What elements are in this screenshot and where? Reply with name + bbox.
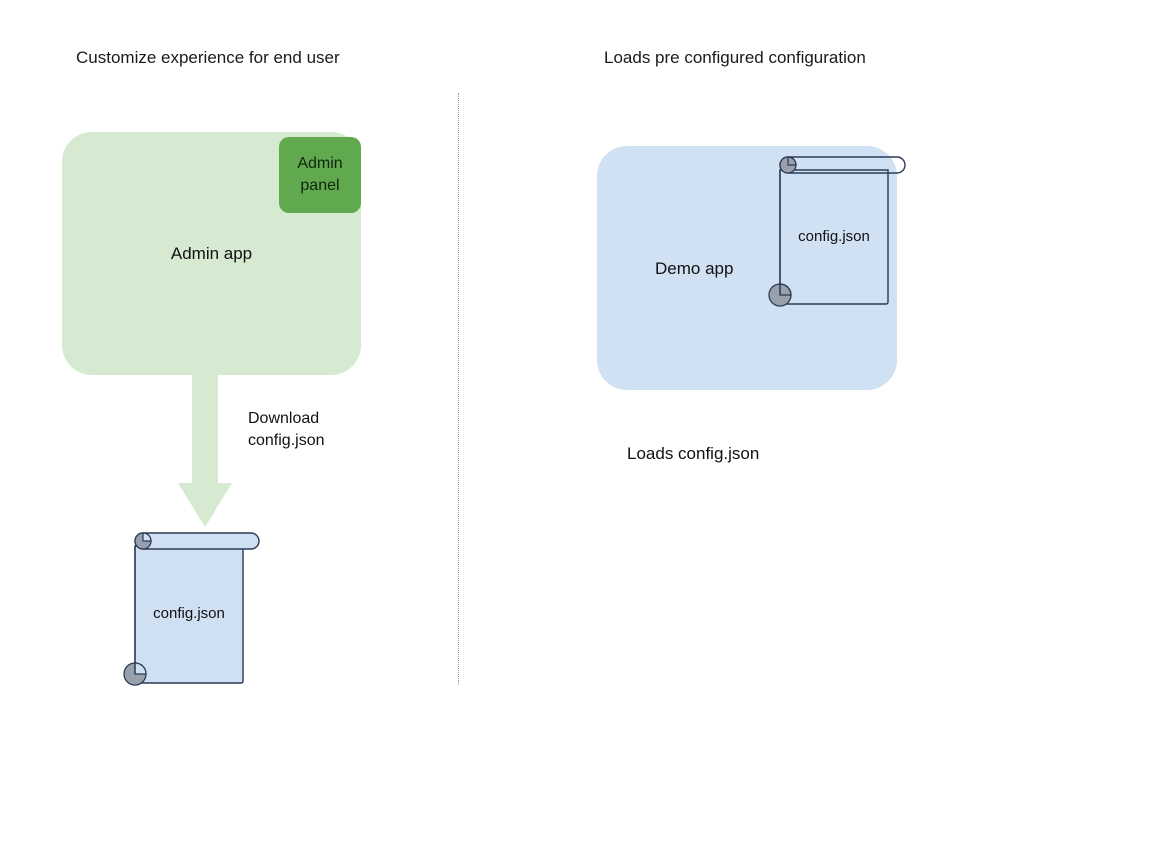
demo-app-container[interactable]: Demo app — [597, 146, 897, 390]
vertical-divider — [458, 93, 459, 685]
demo-config-json-document[interactable]: config.json — [762, 152, 922, 314]
admin-panel-chip-line1: Admin — [297, 155, 343, 172]
demo-config-json-document-label: config.json — [798, 228, 870, 245]
left-panel-header: Customize experience for end user — [76, 48, 340, 67]
config-json-document-shape — [123, 532, 260, 686]
download-arrow — [176, 373, 236, 529]
admin-app-label: Admin app — [170, 244, 253, 263]
download-arrow-shape — [178, 373, 232, 527]
admin-panel-chip-label: Admin panel — [297, 153, 342, 197]
download-arrow-label-line2: config.json — [248, 432, 325, 449]
download-arrow-label-line1: Download — [248, 410, 320, 427]
config-json-document-label: config.json — [153, 605, 225, 622]
demo-app-caption: Loads config.json — [627, 444, 760, 463]
download-arrow-label: Download config.json — [248, 408, 325, 452]
admin-panel-chip[interactable]: Admin panel — [279, 137, 361, 213]
admin-panel-chip-line2: panel — [300, 177, 340, 194]
config-json-document[interactable]: config.json — [118, 528, 278, 693]
right-panel-header: Loads pre configured configuration — [604, 48, 866, 67]
demo-config-json-document-shape — [768, 156, 906, 307]
demo-app-label: Demo app — [655, 259, 734, 278]
